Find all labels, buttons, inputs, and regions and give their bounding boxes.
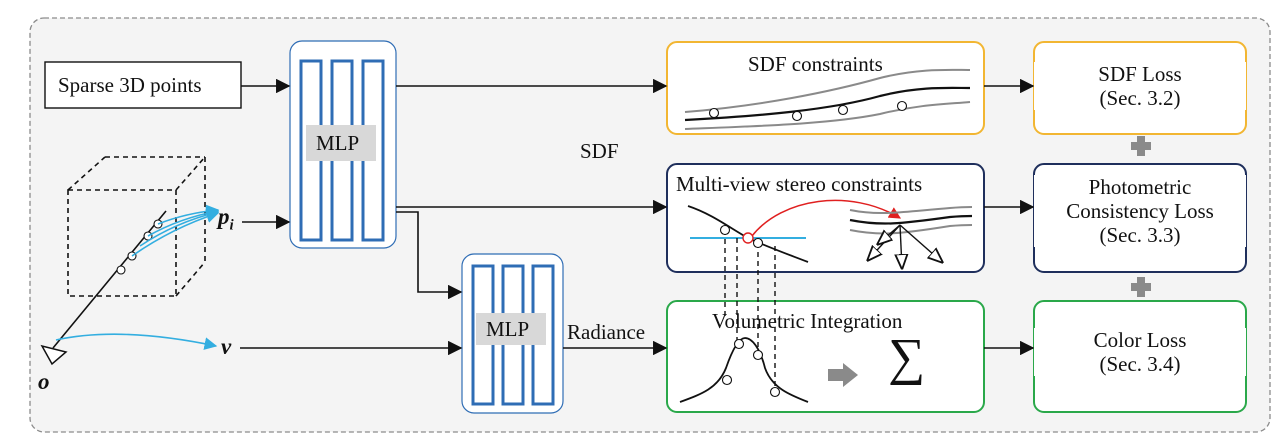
sdf-loss-text: SDF Loss (Sec. 3.2)	[1034, 62, 1246, 111]
point-p-label: pi	[218, 204, 234, 235]
sdf-mlp-block	[289, 40, 397, 249]
sdf-curves-illustration	[684, 68, 971, 130]
radiance-edge-label: Radiance	[567, 320, 646, 344]
right-arrow-icon	[828, 363, 858, 387]
mvs-constraints-box	[666, 163, 985, 273]
sparse-points-box	[44, 61, 242, 109]
photo-loss-text: Photometric Consistency Loss (Sec. 3.3)	[1034, 175, 1246, 248]
volume-illustration	[679, 337, 858, 403]
point-p-letter: p	[218, 204, 230, 229]
plus-icon-2	[1131, 277, 1151, 297]
color-mlp-label: MLP	[486, 317, 530, 341]
photo-loss-line-1: Photometric	[1088, 175, 1192, 199]
cube-icon	[67, 156, 206, 297]
photo-loss-line-3: (Sec. 3.3)	[1099, 223, 1181, 248]
volumetric-box	[666, 300, 985, 413]
mvs-illustration	[687, 199, 973, 392]
sparse-points-label: Sparse 3D points	[58, 73, 202, 97]
origin-o-label: o	[38, 369, 50, 394]
photo-loss-line-2: Consistency Loss	[1066, 199, 1214, 224]
arrow-mlp-to-mlp2	[396, 211, 463, 300]
color-loss-text: Color Loss (Sec. 3.4)	[1034, 328, 1246, 377]
sdf-constraints-title: SDF constraints	[748, 52, 883, 76]
sdf-edge-label: SDF	[580, 139, 619, 163]
volumetric-title: Volumetric Integration	[712, 309, 903, 333]
sdf-mlp-label: MLP	[316, 131, 360, 155]
sdf-loss-line-1: SDF Loss	[1098, 62, 1182, 86]
view-v-label: v	[221, 334, 232, 359]
color-loss-line-2: (Sec. 3.4)	[1099, 352, 1181, 377]
point-i-subscript: i	[229, 217, 234, 234]
mvs-constraints-title: Multi-view stereo constraints	[676, 172, 923, 196]
color-loss-line-1: Color Loss	[1093, 328, 1187, 352]
sdf-loss-line-2: (Sec. 3.2)	[1099, 86, 1181, 111]
color-mlp-block	[461, 253, 564, 414]
sum-symbol: ∑	[888, 329, 926, 386]
plus-icon-1	[1131, 136, 1151, 156]
camera-ray	[40, 204, 220, 366]
